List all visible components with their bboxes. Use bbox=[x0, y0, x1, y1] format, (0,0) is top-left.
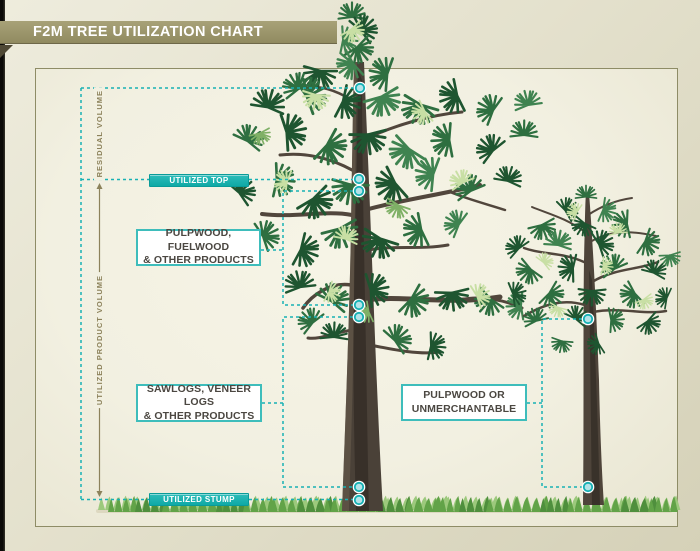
small-tree bbox=[500, 184, 684, 505]
small-trunk-shading bbox=[589, 270, 600, 505]
guide-lines bbox=[80, 87, 582, 501]
utilized-product-volume-label: UTILIZED PRODUCT VOLUME bbox=[92, 271, 107, 409]
trunk-highlight bbox=[342, 62, 357, 511]
bracket-small-tree-section bbox=[541, 318, 582, 488]
callout-pulpwood-fuelwood: PULPWOOD, FUELWOOD & OTHER PRODUCTS bbox=[136, 227, 261, 266]
page-edge-shadow bbox=[0, 0, 5, 551]
bracket-pulpwood-section bbox=[282, 190, 353, 306]
page-title: F2M TREE UTILIZATION CHART bbox=[33, 24, 264, 40]
big-tree-foliage bbox=[226, 1, 543, 362]
big-tree-branches bbox=[260, 85, 524, 355]
marker-dots bbox=[352, 81, 595, 507]
utilized-stump-badge: UTILIZED STUMP bbox=[149, 493, 249, 506]
big-tree bbox=[226, 1, 543, 511]
residual-volume-label: RESIDUAL VOLUME bbox=[92, 87, 107, 181]
callout-sawlogs-veneer: SAWLOGS, VENEER LOGS & OTHER PRODUCTS bbox=[136, 383, 262, 422]
bracket-sawlog-section bbox=[282, 316, 353, 488]
utilized-top-badge: UTILIZED TOP bbox=[149, 174, 249, 187]
callout-pulpwood-unmerchantable: PULPWOOD OR UNMERCHANTABLE bbox=[401, 384, 527, 421]
title-ribbon: F2M TREE UTILIZATION CHART bbox=[0, 21, 337, 44]
